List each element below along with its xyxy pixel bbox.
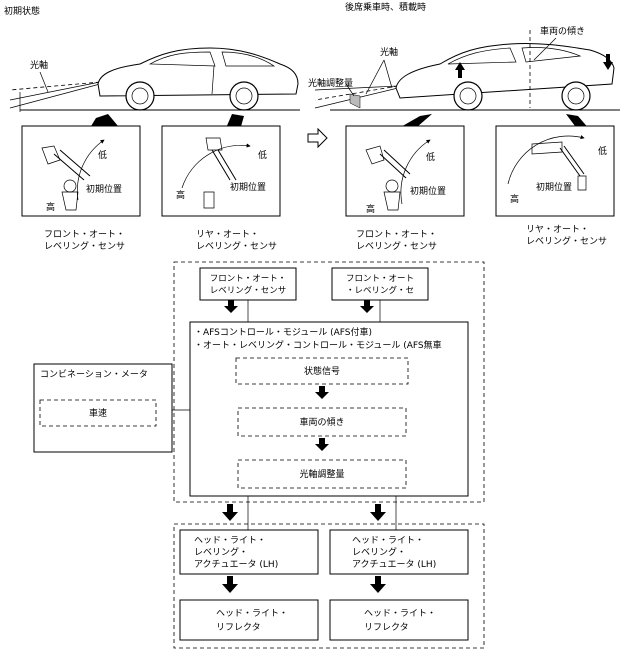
reflector-left-line2: リフレクタ [216,622,261,633]
arrow-rear-sensor-down [360,300,374,313]
actuator-right-line1: ヘッド・ライト・ [352,535,424,546]
sensor-panel-rear-loaded: 低 高 初期位置 リヤ・オート・ レベリング・センサ [495,114,615,247]
arrow-status-to-tilt [315,386,329,399]
panel1-initial: 初期位置 [86,183,122,195]
actuator-left-line3: アクチュエータ (LH) [194,559,278,570]
actuator-left-line1: ヘッド・ライト・ [194,535,266,546]
arrow-to-right-actuator [370,504,386,521]
arrow-right-actuator-to-reflector [370,576,386,593]
panel2-caption-1: リヤ・オート・ [196,229,259,240]
panel3-caption-1: フロント・オート・ [356,229,437,240]
axis-adjust-label: 光軸調整量 [308,77,353,89]
flow-front-sensor-line1: フロント・オート・ [210,274,287,284]
control-group-dashed [173,261,485,503]
arrow-front-sensor-down [224,300,238,313]
reflector-left-box [179,599,319,641]
axis-adjust-wedge [349,93,361,109]
optical-axis-label-right: 光軸 [380,46,398,58]
panel3-initial: 初期位置 [410,185,446,197]
combination-meter-box [33,363,173,453]
status-signal-text: 状態信号 [304,365,340,377]
panel3-caption-2: レベリング・センサ [356,240,437,252]
panel1-caption-2: レベリング・センサ [44,240,125,252]
car-initial-state: 光軸 [9,47,300,112]
panel3-low: 低 [426,151,435,163]
module-line1: ・AFSコントロール・モジュール (AFS付車) [194,326,372,338]
panel4-high: 高 [510,193,519,205]
status-signal-box [235,357,409,385]
vehicle-tilt-box [237,407,407,437]
panel4-caption-2: レベリング・センサ [526,235,607,247]
reflector-right-line1: ヘッド・ライト・ [364,608,436,619]
headlight-group-dashed [173,523,485,649]
actuator-right-line3: アクチュエータ (LH) [352,559,436,570]
panel4-low: 低 [598,145,607,157]
vehicle-speed-text: 車速 [89,407,107,419]
flow-rear-sensor-line2: ・レベリング・セ [346,285,414,296]
vehicle-tilt-text: 車両の傾き [299,416,344,428]
axis-adjust-box [237,459,407,489]
reflector-right-box [329,599,469,641]
reflector-left-line1: ヘッド・ライト・ [216,608,288,619]
sensor-panel-rear-initial: 低 高 初期位置 リヤ・オート・ レベリング・センサ [161,114,281,252]
flow-front-sensor-line2: レベリング・センサ [210,285,287,296]
arrow-to-left-actuator [222,504,238,521]
combination-meter-title: コンビネーション・メータ [40,369,148,380]
actuator-left-box [179,529,319,575]
panel2-caption-2: レベリング・センサ [196,240,277,252]
panel1-high: 高 [46,201,55,213]
vehicle-speed-box [39,399,157,427]
optical-axis-label-left: 光軸 [30,59,48,71]
axis-adjust-text: 光軸調整量 [299,468,344,480]
arrow-left-actuator-to-reflector [222,576,238,593]
control-module-box [189,321,469,497]
vehicle-tilt-label: 車両の傾き [540,25,585,37]
transition-arrow [307,127,328,149]
panel4-initial: 初期位置 [536,181,572,193]
panel2-high: 高 [176,189,185,201]
panel2-low: 低 [258,149,267,161]
panel1-caption-1: フロント・オート・ [44,229,125,240]
loaded-state-label: 後席乗車時、積載時 [345,1,426,13]
actuator-left-line2: レベリング・ [194,546,248,558]
panel3-high: 高 [366,203,375,215]
flow-rear-sensor-line1: フロント・オート [346,274,414,284]
module-line2: ・オート・レベリング・コントロール・モジュール (AFS無車 [194,339,442,351]
reflector-right-line2: リフレクタ [364,622,409,633]
car-loaded-state: 光軸 光軸調整量 車両の傾き [308,25,620,111]
arrow-tilt-to-adjust [315,438,329,451]
panel2-initial: 初期位置 [230,181,266,193]
initial-state-label: 初期状態 [4,5,40,17]
actuator-right-line2: レベリング・ [352,546,406,558]
panel1-low: 低 [98,149,107,161]
sensor-panel-front-initial: 低 高 初期位置 フロント・オート・ レベリング・センサ [21,114,141,252]
panel4-caption-1: リヤ・オート・ [526,224,589,235]
actuator-right-box [329,529,469,575]
sensor-panel-front-loaded: 低 高 初期位置 フロント・オート・ レベリング・センサ [345,114,465,252]
flow-front-sensor-box [199,267,297,301]
